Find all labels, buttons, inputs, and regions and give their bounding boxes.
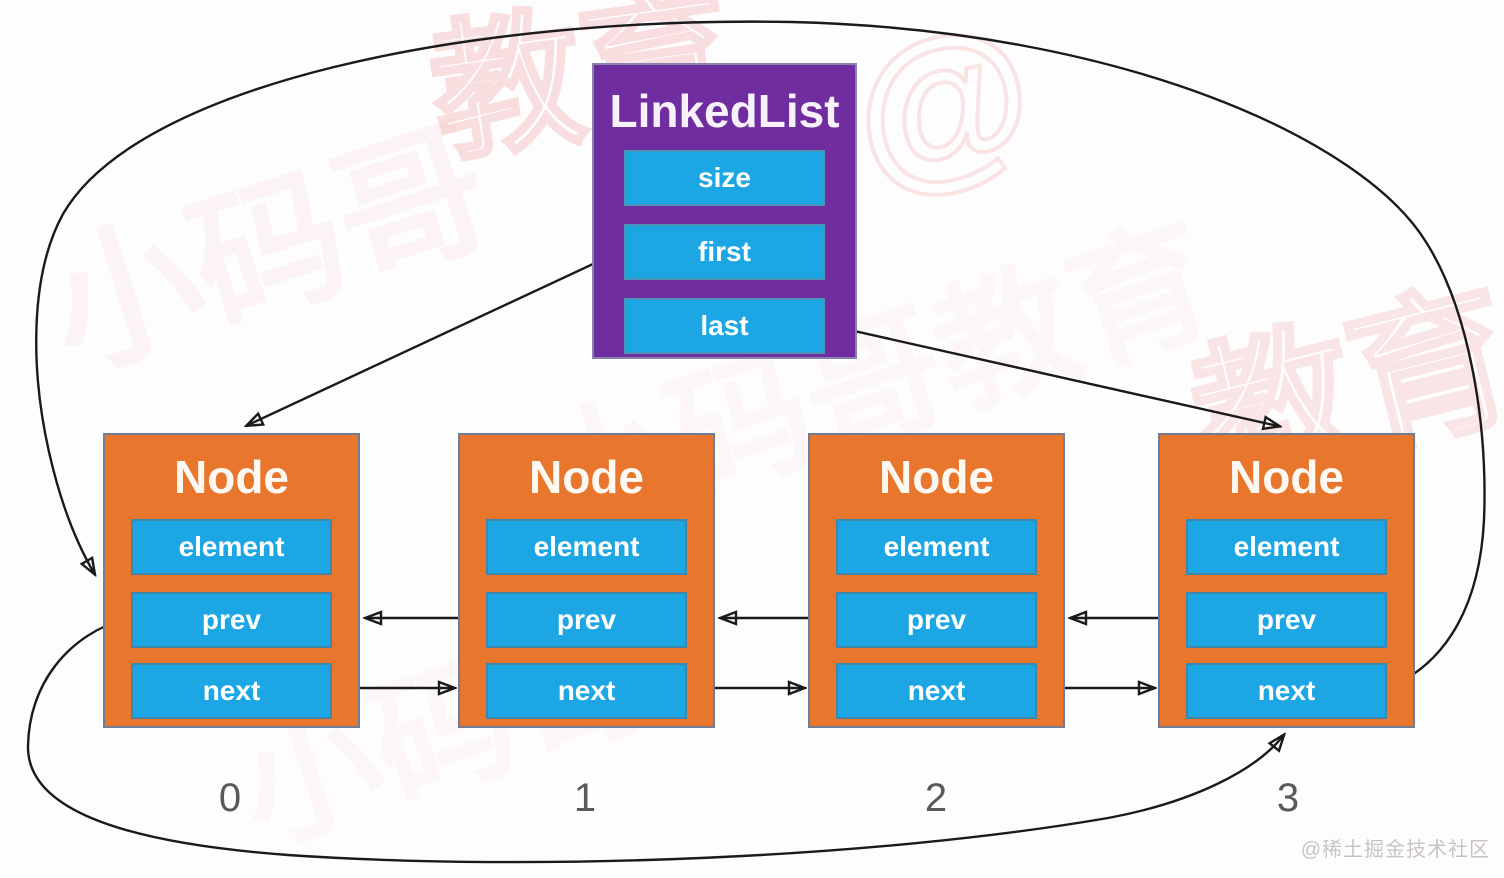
node-box-3: Node element prev next <box>1158 433 1415 728</box>
node-index-label-2: 2 <box>924 776 948 820</box>
node-index-label-0: 0 <box>218 776 242 820</box>
node0-field-next: next <box>131 663 332 719</box>
node-title: Node <box>1229 451 1344 503</box>
arrow-node0-prev-loop-to-node3 <box>26 615 1283 864</box>
node-title: Node <box>529 451 644 503</box>
node-index-label-3: 3 <box>1276 776 1300 820</box>
node3-field-next: next <box>1186 663 1387 719</box>
node-box-2: Node element prev next <box>808 433 1065 728</box>
node-box-1: Node element prev next <box>458 433 715 728</box>
arrow-node3-next-loop-to-node0 <box>35 20 1486 690</box>
arrow-last-to-node3 <box>822 322 1278 426</box>
node-title: Node <box>174 451 289 503</box>
juejin-watermark: @稀土掘金技术社区 <box>1300 839 1490 861</box>
node2-field-next: next <box>836 663 1037 719</box>
node3-field-element: element <box>1186 519 1387 575</box>
linkedlist-title: LinkedList <box>609 85 840 137</box>
arrow-first-to-node0 <box>248 248 624 425</box>
node-title: Node <box>879 451 994 503</box>
node-box-0: Node element prev next <box>103 433 360 728</box>
node0-field-element: element <box>131 519 332 575</box>
node3-field-prev: prev <box>1186 592 1387 648</box>
node2-field-element: element <box>836 519 1037 575</box>
node0-field-prev: prev <box>131 592 332 648</box>
node1-field-next: next <box>486 663 687 719</box>
linkedlist-field-last: last <box>624 298 825 354</box>
node-index-label-1: 1 <box>573 776 597 820</box>
node2-field-prev: prev <box>836 592 1037 648</box>
linkedlist-field-first: first <box>624 224 825 280</box>
node1-field-element: element <box>486 519 687 575</box>
linkedlist-field-size: size <box>624 150 825 206</box>
node1-field-prev: prev <box>486 592 687 648</box>
linkedlist-box: LinkedList size first last <box>592 63 857 359</box>
